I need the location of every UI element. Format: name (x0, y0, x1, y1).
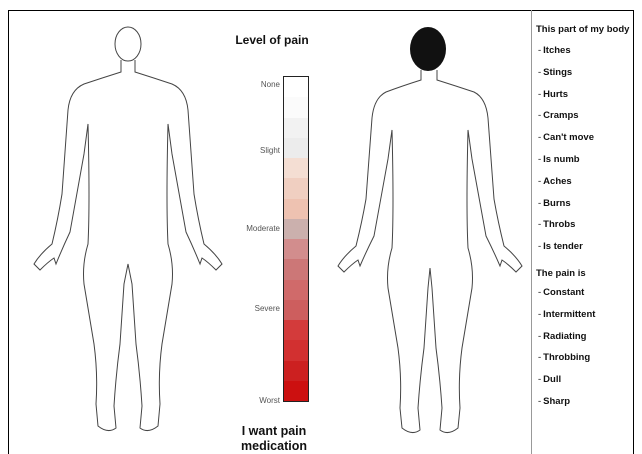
pain-type-item[interactable]: -Dull (536, 369, 632, 391)
pain-type-item[interactable]: -Intermittent (536, 304, 632, 326)
body-symptom-item[interactable]: -Can't move (536, 127, 632, 149)
body-front-figure[interactable] (12, 14, 244, 444)
pain-type-label: Intermittent (543, 309, 595, 320)
pain-type-item[interactable]: -Radiating (536, 326, 632, 348)
body-part-heading: This part of my body (536, 24, 632, 36)
scale-label-moderate: Moderate (246, 224, 280, 233)
body-symptom-item[interactable]: -Hurts (536, 84, 632, 106)
dash-marker: - (538, 110, 541, 121)
pain-scale-segment[interactable] (284, 381, 308, 402)
pain-scale-segment[interactable] (284, 259, 308, 280)
pain-type-label: Radiating (543, 331, 586, 342)
pain-scale-title: Level of pain (222, 33, 322, 47)
body-symptom-item[interactable]: -Burns (536, 193, 632, 215)
body-symptom-item[interactable]: -Cramps (536, 105, 632, 127)
pain-type-label: Dull (543, 374, 561, 385)
body-symptom-label: Itches (543, 45, 570, 56)
body-symptom-label: Aches (543, 176, 572, 187)
pain-scale-segment[interactable] (284, 280, 308, 301)
pain-scale-segment[interactable] (284, 361, 308, 382)
dash-marker: - (538, 176, 541, 187)
body-symptom-label: Is tender (543, 241, 583, 252)
body-symptom-label: Hurts (543, 89, 568, 100)
pain-scale-segment[interactable] (284, 158, 308, 179)
body-symptom-list: -Itches-Stings-Hurts-Cramps-Can't move-I… (536, 40, 632, 258)
pain-scale-segment[interactable] (284, 340, 308, 361)
body-front-outline (34, 27, 222, 431)
right-panel: This part of my body -Itches-Stings-Hurt… (536, 24, 632, 413)
body-symptom-item[interactable]: -Aches (536, 171, 632, 193)
dash-marker: - (538, 374, 541, 385)
pain-type-label: Sharp (543, 396, 570, 407)
pain-scale-segment[interactable] (284, 97, 308, 118)
pain-type-label: Throbbing (543, 352, 590, 363)
dash-marker: - (538, 198, 541, 209)
panel-divider (531, 10, 532, 454)
pain-type-item[interactable]: -Constant (536, 282, 632, 304)
pain-type-label: Constant (543, 287, 584, 298)
pain-scale-segment[interactable] (284, 219, 308, 240)
body-symptom-label: Cramps (543, 110, 578, 121)
pain-scale-labels: None Slight Moderate Severe Worst (222, 76, 280, 406)
dash-marker: - (538, 154, 541, 165)
body-symptom-label: Stings (543, 67, 572, 78)
dash-marker: - (538, 331, 541, 342)
pain-scale-segment[interactable] (284, 320, 308, 341)
dash-marker: - (538, 241, 541, 252)
dash-marker: - (538, 309, 541, 320)
medication-request-button[interactable]: I want pain medication (226, 424, 322, 454)
pain-scale-segment[interactable] (284, 138, 308, 159)
body-symptom-label: Throbs (543, 219, 575, 230)
dash-marker: - (538, 89, 541, 100)
dash-marker: - (538, 396, 541, 407)
pain-scale-segment[interactable] (284, 77, 308, 98)
body-symptom-item[interactable]: -Itches (536, 40, 632, 62)
body-symptom-label: Burns (543, 198, 570, 209)
pain-scale-segment[interactable] (284, 300, 308, 321)
pain-type-heading: The pain is (536, 268, 632, 280)
body-symptom-item[interactable]: -Is tender (536, 236, 632, 258)
pain-type-item[interactable]: -Throbbing (536, 347, 632, 369)
body-symptom-item[interactable]: -Throbs (536, 214, 632, 236)
dash-marker: - (538, 352, 541, 363)
scale-label-slight: Slight (260, 146, 280, 155)
body-symptom-label: Can't move (543, 132, 594, 143)
pain-scale-segment[interactable] (284, 178, 308, 199)
dash-marker: - (538, 45, 541, 56)
dash-marker: - (538, 287, 541, 298)
pain-scale-segment[interactable] (284, 239, 308, 260)
scale-label-worst: Worst (259, 396, 280, 405)
pain-scale-segment[interactable] (284, 199, 308, 220)
body-back-figure[interactable] (322, 14, 554, 444)
body-symptom-item[interactable]: -Stings (536, 62, 632, 84)
pain-scale-segment[interactable] (284, 118, 308, 139)
scale-label-none: None (261, 80, 280, 89)
body-back-outline (338, 70, 522, 433)
dash-marker: - (538, 132, 541, 143)
scale-label-severe: Severe (255, 304, 280, 313)
body-symptom-item[interactable]: -Is numb (536, 149, 632, 171)
pain-type-item[interactable]: -Sharp (536, 391, 632, 413)
dash-marker: - (538, 67, 541, 78)
dash-marker: - (538, 219, 541, 230)
pain-type-list: -Constant-Intermittent-Radiating-Throbbi… (536, 282, 632, 413)
pain-scale-bar[interactable] (283, 76, 309, 402)
body-symptom-label: Is numb (543, 154, 579, 165)
head-highlight[interactable] (410, 27, 446, 71)
